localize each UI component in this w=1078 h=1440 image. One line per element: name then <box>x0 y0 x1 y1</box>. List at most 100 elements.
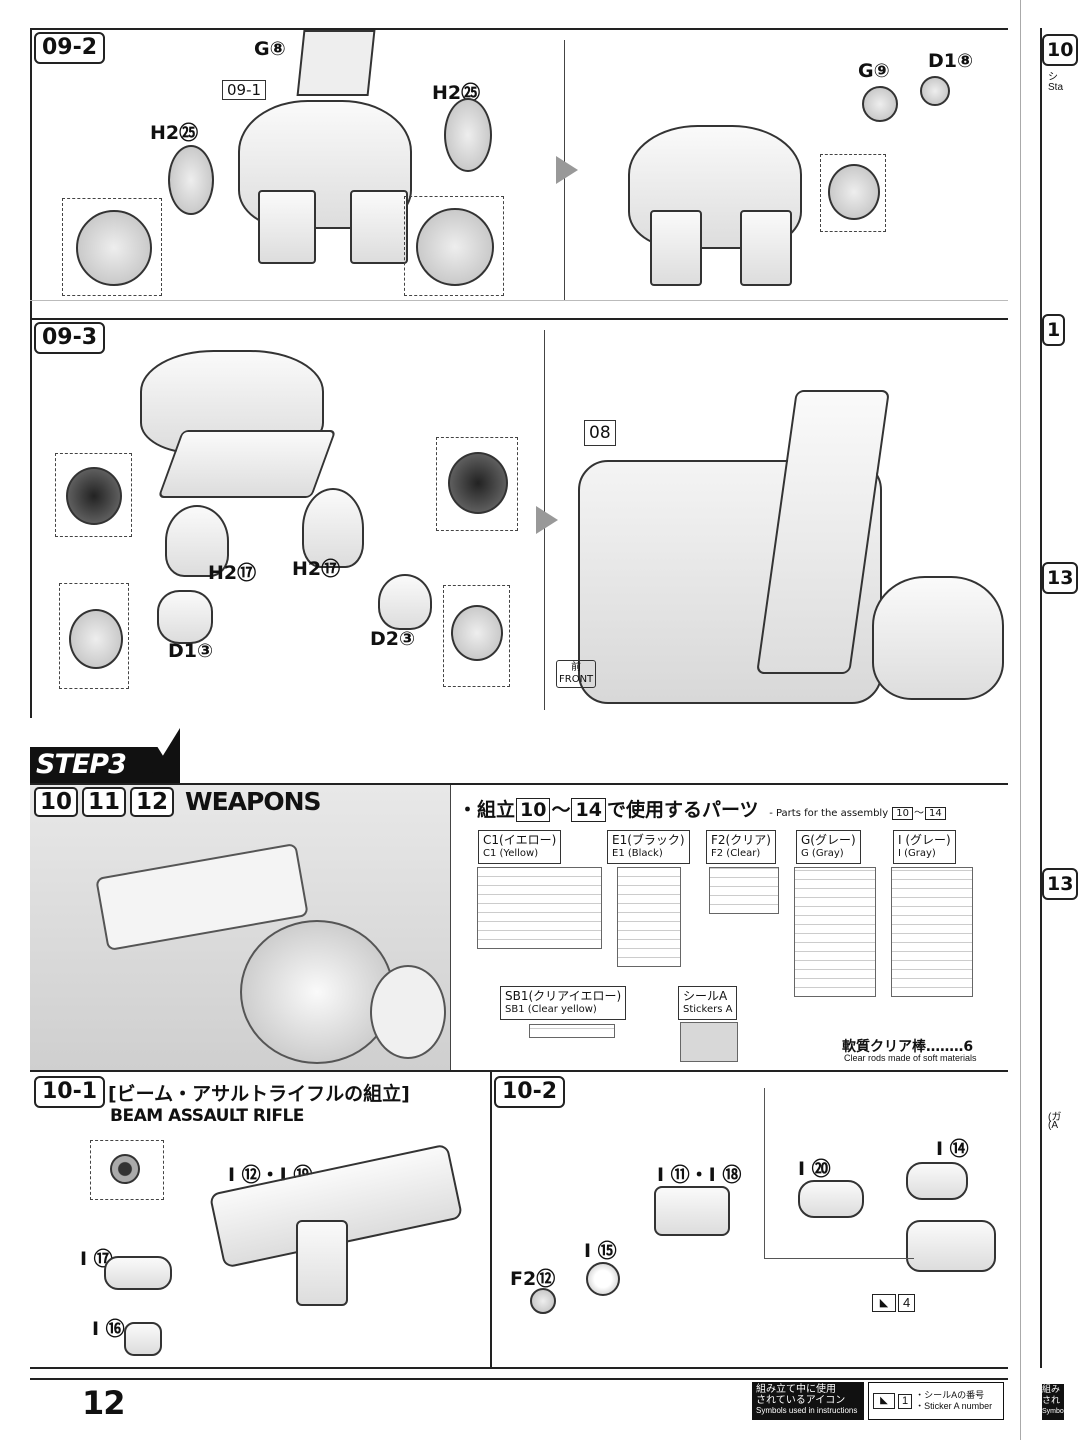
runner-e1-en: E1 (Black) <box>612 848 663 859</box>
detail-box-09-3-2 <box>59 583 129 689</box>
divider-10 <box>490 1072 492 1368</box>
detail-socket-right <box>416 208 494 286</box>
part-i11-i18 <box>654 1186 730 1236</box>
part-g9 <box>862 86 898 122</box>
part-d1-3 <box>157 590 213 644</box>
detail-box-right <box>404 196 504 296</box>
front-label: FRONT <box>559 674 594 685</box>
detail-socket-09-3-2 <box>69 609 123 669</box>
sticker-a-image <box>680 1022 738 1062</box>
footer-line <box>30 1378 1008 1380</box>
runner-c1-image <box>477 867 602 949</box>
part-label-g9: G⑨ <box>858 60 890 82</box>
weapons-title: WEAPONS <box>185 787 322 816</box>
sticker-a-jp: シールA <box>683 989 728 1003</box>
divider-10-2-inner <box>764 1088 765 1258</box>
runner-label-e1: E1(ブラック)E1 (Black) <box>607 830 690 864</box>
skirt-09-3-part <box>157 430 337 498</box>
icon-legend-jp2: されているアイコン <box>756 1395 846 1406</box>
part-i20 <box>798 1180 864 1218</box>
part-label-d1-3: D1③ <box>168 640 214 662</box>
parts-heading-en-to: 14 <box>925 807 946 820</box>
shield-photo <box>240 920 394 1064</box>
torso-attachment-part <box>872 576 1004 700</box>
part-label-f2-12: F2⑫ <box>510 1268 556 1290</box>
sticker-indicator: ◣ 4 <box>872 1294 916 1312</box>
frame-left-line <box>30 28 32 718</box>
parts-heading-from: 10 <box>516 798 551 822</box>
detail-box-10-1 <box>90 1140 164 1200</box>
part-label-i15: I ⑮ <box>584 1240 617 1262</box>
detail-box-result <box>820 154 886 232</box>
part-h2-25-right <box>444 98 492 172</box>
parts-heading-en-from: 10 <box>892 807 914 820</box>
step-num-10: 10 <box>34 787 79 817</box>
runner-sb1-jp: SB1(クリアイエロー) <box>505 989 622 1003</box>
page-fold <box>1020 0 1021 1440</box>
runner-c1-jp: C1(イエロー) <box>483 833 557 847</box>
next-frag-4: (A <box>1048 1120 1058 1131</box>
part-label-d2-3: D2③ <box>370 628 416 650</box>
rifle-title-en: BEAM ASSAULT RIFLE <box>110 1106 304 1126</box>
weapons-photo-panel: 10 11 12 WEAPONS <box>30 785 450 1070</box>
runner-e1-image <box>617 867 681 967</box>
page-number: 12 <box>82 1384 126 1422</box>
ref-08: 08 <box>584 420 616 446</box>
next-frag-1: シ <box>1048 72 1058 83</box>
rifle-title-jp: [ビーム・アサルトライフルの組立] <box>108 1083 410 1105</box>
step-tag-09-2: 09-2 <box>34 32 106 64</box>
skirt-right-part <box>350 190 408 264</box>
parts-heading-en-tilde: 〜 <box>914 808 925 819</box>
part-label-h2-25-left: H2㉕ <box>150 122 199 144</box>
step3-label: STEP3 <box>36 749 127 780</box>
detail-socket-result <box>828 164 880 220</box>
step-tag-10-2: 10-2 <box>494 1076 566 1108</box>
part-label-g8: G⑧ <box>254 38 286 60</box>
runner-label-i: I (グレー)I (Gray) <box>893 830 956 864</box>
runner-f2-jp: F2(クリア) <box>711 833 771 847</box>
step-tag-10-1: 10-1 <box>34 1076 106 1108</box>
part-label-i20: I ⑳ <box>798 1158 831 1180</box>
runner-label-sb1: SB1(クリアイエロー)SB1 (Clear yellow) <box>500 986 627 1020</box>
sticker-legend-en: ・Sticker A number <box>915 1401 993 1411</box>
runner-i-en: I (Gray) <box>898 848 936 859</box>
result-arrow-09-2 <box>556 156 578 184</box>
skirt-left-part <box>258 190 316 264</box>
part-label-i16: I ⑯ <box>92 1318 125 1340</box>
next-legend: 組み され Symbo <box>1042 1384 1064 1420</box>
detail-socket-left <box>76 210 152 286</box>
detail-box-09-3-4 <box>443 585 510 687</box>
next-frag-6: され <box>1042 1395 1061 1405</box>
runner-c1-en: C1 (Yellow) <box>483 848 539 859</box>
step3-bottom-line <box>30 1367 1008 1369</box>
sticker-number: 4 <box>898 1294 916 1312</box>
icon-legend-jp1: 組み立て中に使用 <box>756 1384 836 1395</box>
part-h2-25-left <box>168 145 214 215</box>
part-photo <box>370 965 446 1059</box>
detail-socket-10-1 <box>110 1154 140 1184</box>
part-label-i11-i18: I ⑪・I ⑱ <box>657 1164 742 1186</box>
front-indicator: 前 FRONT <box>556 660 597 688</box>
detail-box-09-3-3 <box>436 437 518 531</box>
step-nums: 10 11 12 <box>34 787 175 817</box>
sticker-legend-icon: ◣ <box>873 1393 895 1409</box>
part-f2-12 <box>530 1288 556 1314</box>
detail-socket-09-3-3 <box>448 452 508 514</box>
front-icon: 前 <box>571 662 582 673</box>
step-num-12: 12 <box>130 787 175 817</box>
runner-label-f2: F2(クリア)F2 (Clear) <box>706 830 776 864</box>
next-tag-4: 13 <box>1042 868 1078 900</box>
part-label-i14: I ⑭ <box>936 1138 969 1160</box>
runner-label-g: G(グレー)G (Gray) <box>796 830 861 864</box>
next-page-frame <box>1040 28 1042 1368</box>
runner-f2-en: F2 (Clear) <box>711 848 761 859</box>
runner-sb1-en: SB1 (Clear yellow) <box>505 1004 597 1015</box>
part-d2-3 <box>378 574 432 630</box>
runner-g-en: G (Gray) <box>801 848 844 859</box>
next-frag-2: Sta <box>1048 82 1064 93</box>
part-label-h2-17-left: H2⑰ <box>208 562 257 584</box>
step3-top-line <box>30 783 1008 785</box>
next-frag-7: Symbo <box>1042 1408 1064 1415</box>
sticker-legend-text: ・シールAの番号 ・Sticker A number <box>915 1390 992 1412</box>
